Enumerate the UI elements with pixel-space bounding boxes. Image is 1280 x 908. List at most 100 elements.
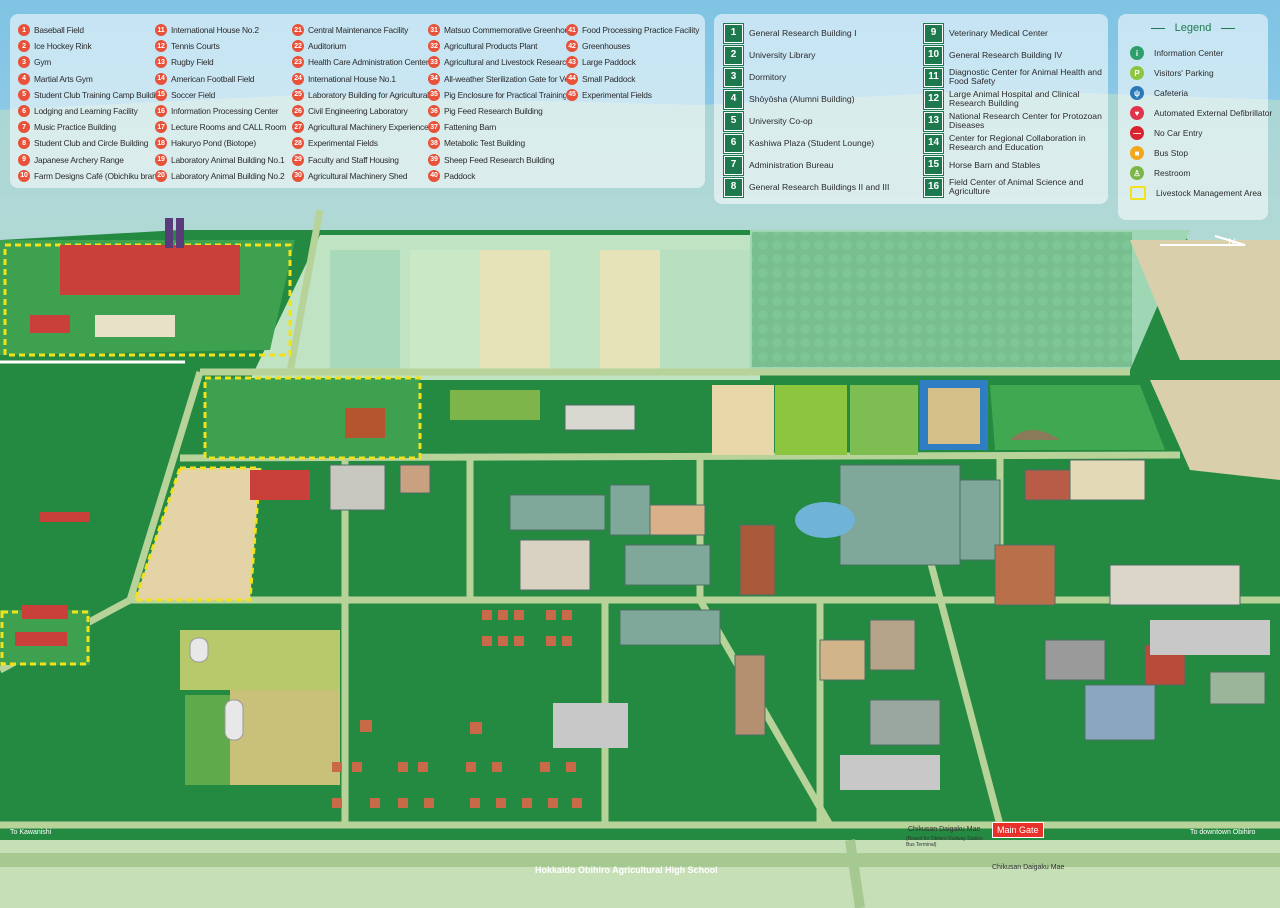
facility-item: 23 Health Care Administration Center <box>292 54 430 70</box>
facility-label: Rugby Field <box>171 57 214 68</box>
building-number-badge: 16 <box>923 176 944 198</box>
facility-label: Agricultural Machinery Experience and Pr… <box>308 122 430 133</box>
facility-number-badge: 30 <box>292 169 304 182</box>
building-item: 1 General Research Building I <box>723 22 914 44</box>
building-label: University Co-op <box>749 115 813 126</box>
facility-label: International House No.1 <box>308 73 396 84</box>
bus-stop-label-2: Chikusan Daigaku Mae <box>992 864 1065 871</box>
facility-label: Faculty and Staff Housing <box>308 154 399 165</box>
legend-item: P Visitors' Parking <box>1130 66 1214 80</box>
legend-label: Information Center <box>1154 48 1224 58</box>
main-gate-label[interactable]: Main Gate <box>992 822 1044 838</box>
facility-label: Agricultural Products Plant <box>444 41 538 52</box>
legend-item: Livestock Management Area <box>1130 186 1262 200</box>
building-number-badge: 2 <box>723 44 744 66</box>
parking-icon: P <box>1130 66 1144 80</box>
facility-label: Greenhouses <box>582 41 631 52</box>
facility-label: Fattening Barn <box>444 122 497 133</box>
facility-number-badge: 14 <box>155 72 167 85</box>
facility-label: Student Club Training Camp Building <box>34 89 156 100</box>
facility-number-badge: 25 <box>292 88 304 101</box>
legend-label: Bus Stop <box>1154 148 1188 158</box>
facility-label: Hakuryo Pond (Biotope) <box>171 138 256 149</box>
facility-item: 14 American Football Field <box>155 71 293 87</box>
building-item: 7 Administration Bureau <box>723 154 914 176</box>
facility-label: Health Care Administration Center <box>308 57 429 68</box>
building-number-badge: 12 <box>923 88 944 110</box>
building-number-badge: 1 <box>723 22 744 44</box>
facility-label: Laboratory Animal Building No.2 <box>171 170 285 181</box>
facility-number-badge: 44 <box>566 72 578 85</box>
facility-label: Matsuo Commemorative Greenhouse <box>444 25 566 36</box>
building-number-badge: 7 <box>723 154 744 176</box>
bus-stop-icon: ■ <box>1130 146 1144 160</box>
building-item: 9 Veterinary Medical Center <box>923 22 1114 44</box>
facility-number-badge: 2 <box>18 40 30 53</box>
facility-number-badge: 10 <box>18 169 30 182</box>
facility-label: Auditorium <box>308 41 347 52</box>
facility-number-badge: 35 <box>428 88 440 101</box>
facility-label: Martial Arts Gym <box>34 73 93 84</box>
building-label: Large Animal Hospital and Clinical Resea… <box>949 89 1080 108</box>
building-label: General Research Building I <box>749 27 857 38</box>
facility-label: Soccer Field <box>171 89 216 100</box>
facility-label: Sheep Feed Research Building <box>444 154 555 165</box>
facility-number-badge: 6 <box>18 105 30 118</box>
building-label: Field Center of Animal Science and Agric… <box>949 177 1084 196</box>
building-label: Administration Bureau <box>749 159 834 170</box>
facility-label: Agricultural Machinery Shed <box>308 170 408 181</box>
facility-number-badge: 41 <box>566 24 578 37</box>
facility-number-badge: 15 <box>155 88 167 101</box>
aed-icon: ♥ <box>1130 106 1144 120</box>
facility-number-badge: 23 <box>292 56 304 69</box>
facility-number-badge: 13 <box>155 56 167 69</box>
facility-label: Baseball Field <box>34 25 84 36</box>
legend-label: Cafeteria <box>1154 88 1188 98</box>
information-icon: i <box>1130 46 1144 60</box>
building-number-badge: 15 <box>923 154 944 176</box>
building-number-badge: 9 <box>923 22 944 44</box>
facility-number-badge: 8 <box>18 137 30 150</box>
facility-number-badge: 32 <box>428 40 440 53</box>
facility-item: 30 Agricultural Machinery Shed <box>292 168 430 184</box>
building-number-badge: 6 <box>723 132 744 154</box>
north-label: N <box>1228 237 1236 249</box>
facility-label: American Football Field <box>171 73 255 84</box>
facility-number-badge: 36 <box>428 105 440 118</box>
facility-label: Ice Hockey Rink <box>34 41 92 52</box>
facility-number-badge: 33 <box>428 56 440 69</box>
building-label: Veterinary Medical Center <box>949 27 1048 38</box>
facility-label: Small Paddock <box>582 73 636 84</box>
legend-item: ♙Restroom <box>1130 166 1190 180</box>
legend-label: Visitors' Parking <box>1154 68 1214 78</box>
facility-number-badge: 37 <box>428 121 440 134</box>
